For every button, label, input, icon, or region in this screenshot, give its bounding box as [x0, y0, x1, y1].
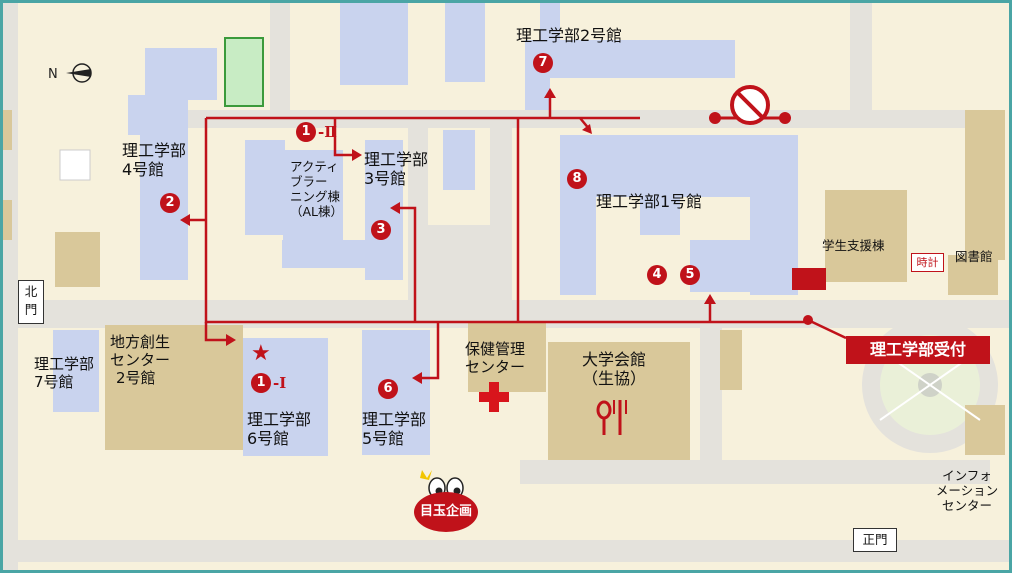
marker-7: 7 — [533, 53, 553, 73]
spoon-fork-icon — [596, 400, 627, 435]
student-support-label: 学生支援棟 — [822, 238, 885, 253]
clock-label: 時計 — [911, 253, 944, 272]
main-gate-label: 正門 — [853, 528, 897, 552]
marker-8: 8 — [567, 169, 587, 189]
bldg3-label: 理工学部 3号館 — [364, 150, 429, 188]
reception-label: 理工学部受付 — [846, 336, 990, 364]
bldg7-label: 理工学部 7号館 — [34, 355, 95, 391]
university-hall-label: 大学会館 （生協） — [581, 350, 646, 388]
marker-6: 6 — [378, 379, 398, 399]
faculty-buildings — [53, 0, 798, 456]
bldg2-label: 理工学部2号館 — [516, 26, 623, 45]
route-arrows — [180, 88, 716, 384]
information-center-label: インフォ メーション センター — [935, 468, 999, 513]
featured-event-badge: 目玉企画 — [414, 492, 478, 532]
green-area — [224, 37, 264, 107]
north-gate-label: 北 門 — [18, 280, 44, 324]
marker-2: 2 — [160, 193, 180, 213]
marker-1-i: 1 — [251, 373, 271, 393]
reception-building — [792, 268, 826, 290]
bldg4-label: 理工学部 4号館 — [122, 141, 187, 179]
reception-point — [803, 315, 813, 325]
bldg6-label: 理工学部 6号館 — [247, 410, 312, 448]
red-cross-icon — [479, 382, 509, 412]
bldg5-label: 理工学部 5号館 — [362, 410, 427, 448]
marker-1-ii: 1 — [296, 122, 316, 142]
north-arrow-icon: N — [48, 63, 92, 83]
star-marker: ★ — [251, 341, 271, 366]
marker-1-ii-suffix: -Ⅱ — [318, 123, 337, 141]
sports-court — [59, 149, 91, 181]
svg-text:N: N — [48, 67, 58, 82]
marker-1-i-suffix: -Ⅰ — [273, 374, 287, 392]
library-label: 図書館 — [955, 249, 993, 264]
marker-4: 4 — [647, 265, 667, 285]
marker-3: 3 — [371, 220, 391, 240]
regional-center-label: 地方創生 センター 2号館 — [110, 333, 171, 387]
bldg1-label: 理工学部1号館 — [596, 192, 703, 211]
al-building-label: アクティ ブラー ニング棟 （AL棟） — [290, 159, 344, 219]
no-entry-icon — [709, 85, 791, 125]
marker-5: 5 — [680, 265, 700, 285]
health-center-label: 保健管理 センター — [465, 340, 526, 376]
route-lines — [186, 95, 847, 380]
